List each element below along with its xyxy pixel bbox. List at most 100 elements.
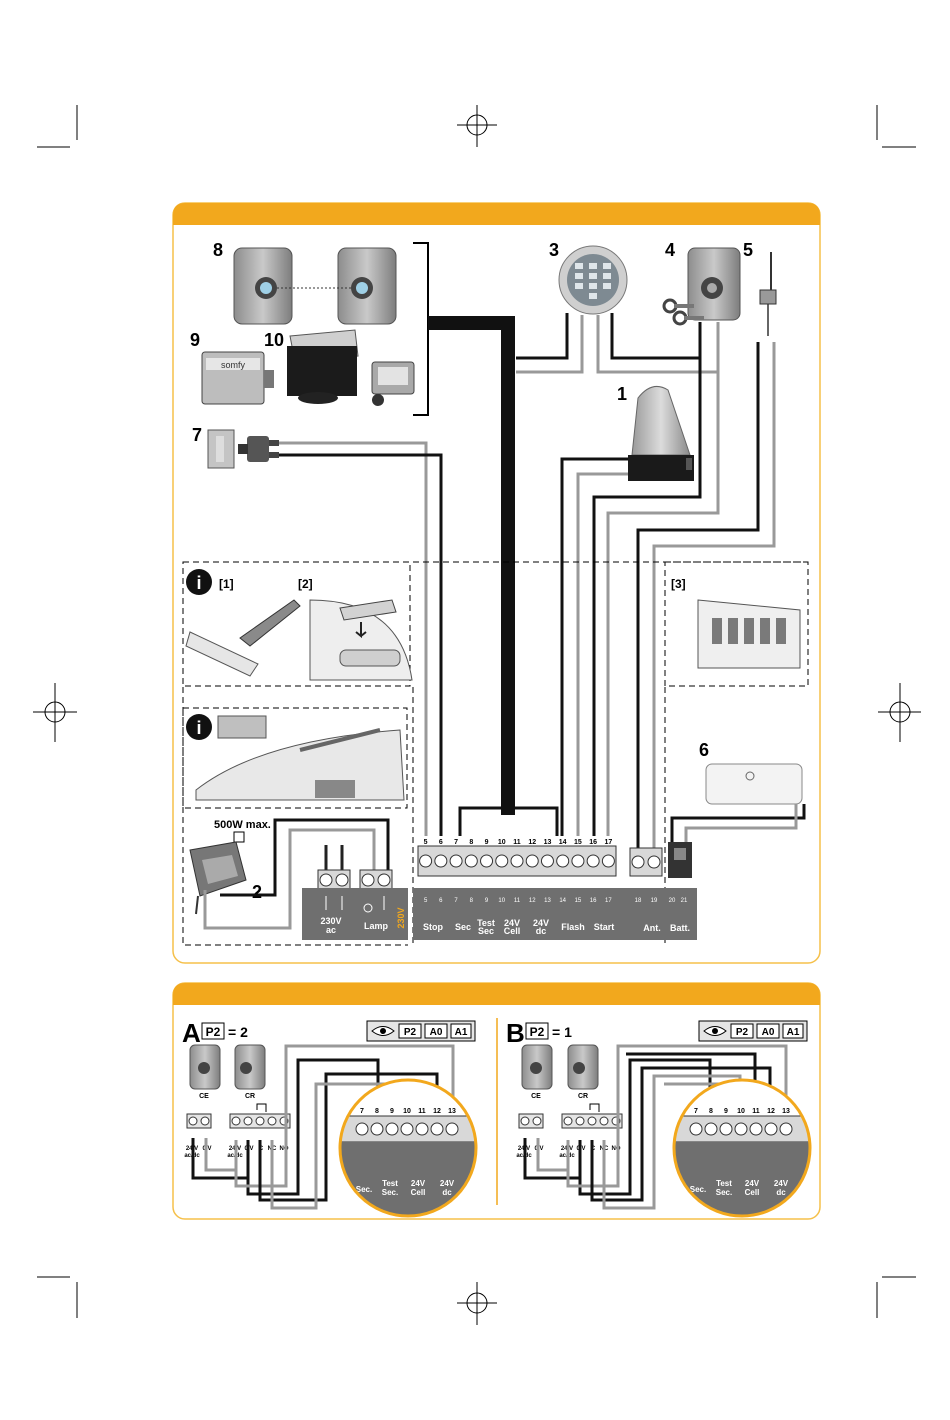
terminal-screw[interactable] — [510, 854, 524, 868]
terminal-screw[interactable] — [430, 1122, 444, 1136]
terminal-screw[interactable] — [480, 854, 494, 868]
section-a-param: P2 — [206, 1025, 221, 1039]
board-terminal-number: 15 — [575, 898, 582, 904]
label-7: 7 — [192, 425, 202, 445]
label-cell-1: 24V — [504, 918, 520, 928]
label-4: 4 — [665, 240, 675, 260]
label-2: 2 — [252, 882, 262, 902]
zoom-terminal-number: 13 — [782, 1108, 790, 1115]
flashing-light — [628, 385, 694, 481]
terminal-screw[interactable] — [520, 1116, 530, 1126]
contact-device — [207, 429, 279, 469]
zoom-b-test-2: Sec. — [716, 1188, 732, 1197]
terminal-screw[interactable] — [449, 854, 463, 868]
terminal-screw[interactable] — [445, 1122, 459, 1136]
terminal-screw[interactable] — [255, 1116, 265, 1126]
label-9: 9 — [190, 330, 200, 350]
terminal-screw[interactable] — [749, 1122, 763, 1136]
external-lamp: 500W max. — [189, 819, 271, 915]
zoom-terminal-number: 7 — [360, 1108, 364, 1115]
section-a-equals: = 2 — [228, 1024, 248, 1040]
control-board: 230V ac Lamp Stop Sec Test Sec 24V Cell … — [302, 888, 697, 940]
zoom-terminal-number: 8 — [375, 1108, 379, 1115]
terminal-screw[interactable] — [599, 1116, 609, 1126]
keypad-wires — [516, 313, 718, 374]
registration-mark-bottom — [457, 1282, 497, 1325]
zoom-terminal-number: 11 — [418, 1108, 426, 1115]
label-230v-ac-b: ac — [326, 925, 336, 935]
terminal-screw[interactable] — [231, 1116, 241, 1126]
top-panel-header-bar — [173, 203, 820, 225]
power-terminals — [317, 845, 393, 891]
terminal-screw[interactable] — [719, 1122, 733, 1136]
display-a-2: A0 — [430, 1027, 443, 1038]
board-terminal-number: 20 — [669, 898, 676, 904]
terminal-screw[interactable] — [734, 1122, 748, 1136]
terminal-screw[interactable] — [188, 1116, 198, 1126]
terminal-screw[interactable] — [200, 1116, 210, 1126]
lamp-wires — [203, 818, 390, 930]
terminal-screw[interactable] — [575, 1116, 585, 1126]
board-terminal-number: 12 — [529, 898, 536, 904]
zoom-terminal-number: 9 — [724, 1108, 728, 1115]
terminal-screw[interactable] — [243, 1116, 253, 1126]
terminal-screw[interactable] — [400, 1122, 414, 1136]
label-flash: Flash — [561, 922, 585, 932]
label-3: 3 — [549, 240, 559, 260]
photocell-pair — [233, 247, 397, 325]
display-b-2: A0 — [762, 1027, 775, 1038]
terminal-screw[interactable] — [464, 854, 478, 868]
board-terminal-number: 6 — [439, 898, 443, 904]
terminal-screw[interactable] — [586, 854, 600, 868]
terminal-screw[interactable] — [571, 854, 585, 868]
terminal-screw[interactable] — [689, 1122, 703, 1136]
terminal-screw[interactable] — [601, 854, 615, 868]
terminal-screw[interactable] — [556, 854, 570, 868]
label-test-2: Sec — [478, 926, 494, 936]
terminal-screw[interactable] — [385, 1122, 399, 1136]
terminal-screw[interactable] — [434, 854, 448, 868]
label-lamp: Lamp — [364, 921, 389, 931]
crop-marks — [37, 105, 916, 1318]
terminal-screw[interactable] — [267, 1116, 277, 1126]
terminal-number: 11 — [513, 839, 521, 846]
terminal-number: 14 — [559, 839, 567, 846]
label-5: 5 — [743, 240, 753, 260]
terminal-screw[interactable] — [370, 1122, 384, 1136]
zoom-terminal-number: 7 — [694, 1108, 698, 1115]
antenna — [759, 252, 777, 336]
info-label-1: [1] — [219, 577, 234, 591]
label-sec: Sec — [455, 922, 471, 932]
terminal-screw[interactable] — [779, 1122, 793, 1136]
terminal-screw[interactable] — [415, 1122, 429, 1136]
terminal-screw[interactable] — [532, 1116, 542, 1126]
zoom-terminal-number: 10 — [737, 1108, 745, 1115]
board-terminal-number: 8 — [470, 898, 474, 904]
terminal-number: 8 — [469, 839, 473, 846]
terminal-label: NO — [280, 1146, 289, 1152]
label-1: 1 — [617, 384, 627, 404]
registration-mark-top — [457, 105, 497, 147]
board-terminal-number: 14 — [559, 898, 566, 904]
board-terminal-number: 16 — [590, 898, 597, 904]
info-box-lamp-wiring: i — [182, 687, 408, 946]
battery-terminal — [668, 842, 692, 878]
board-terminal-number: 19 — [651, 898, 658, 904]
battery-pack — [670, 763, 806, 842]
label-cell-2: Cell — [504, 926, 521, 936]
terminal-screw[interactable] — [495, 854, 509, 868]
terminal-screw[interactable] — [540, 854, 554, 868]
terminal-screw[interactable] — [587, 1116, 597, 1126]
label-cr: CR — [578, 1093, 588, 1100]
terminal-screw[interactable] — [563, 1116, 573, 1126]
terminal-screw[interactable] — [419, 854, 433, 868]
antenna-wires — [636, 342, 776, 848]
zoom-a-test-2: Sec. — [382, 1188, 398, 1197]
label-ce: CE — [531, 1093, 541, 1100]
display-a-1: P2 — [404, 1027, 417, 1038]
terminal-screw[interactable] — [355, 1122, 369, 1136]
terminal-screw[interactable] — [764, 1122, 778, 1136]
terminal-screw[interactable] — [525, 854, 539, 868]
terminal-screw[interactable] — [704, 1122, 718, 1136]
